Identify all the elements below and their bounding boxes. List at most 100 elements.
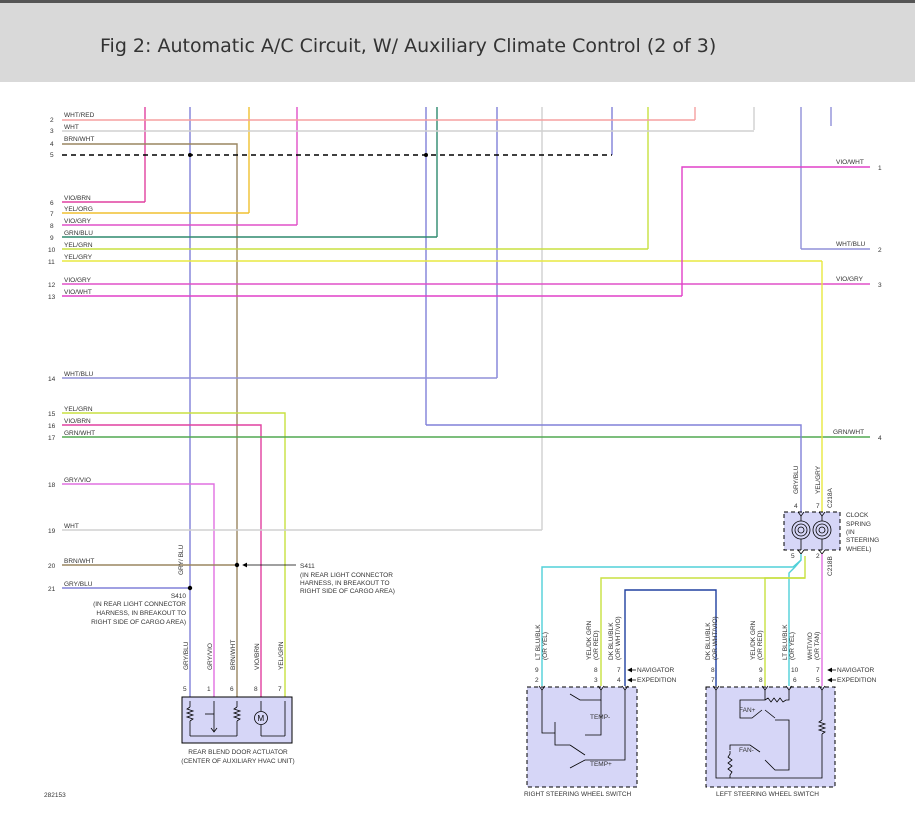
pin-number: 2 — [816, 553, 820, 560]
wire-label: GRN/WHT — [64, 430, 95, 437]
component-location: WHEEL) — [846, 546, 871, 553]
wire-label: GRY/BLU — [183, 641, 190, 670]
pin-number: 3 — [50, 128, 54, 135]
pin-number: 7 — [278, 686, 282, 693]
pin-number: 14 — [48, 376, 56, 383]
pin-number: 10 — [48, 247, 56, 254]
pin-number: 8 — [50, 223, 54, 230]
pin-number: 9 — [535, 667, 539, 674]
wire-label: VIO/WHT — [836, 159, 864, 166]
pin-number: 21 — [48, 586, 56, 593]
vehicle-label: EXPEDITION — [637, 677, 677, 684]
switch-label: FAN- — [739, 747, 754, 754]
switch-label: FAN+ — [739, 707, 756, 714]
pin-number: 6 — [793, 677, 797, 684]
wire-label: YEL/ORG — [64, 206, 93, 213]
wire-label: LT BLU/BLK — [782, 624, 789, 660]
motor-symbol: M — [258, 714, 265, 723]
pin-number: 20 — [48, 563, 56, 570]
splice-s410: S410 (IN REAR LIGHT CONNECTOR HARNESS, I… — [91, 593, 186, 626]
wire-label: DK BLU/BLK — [608, 622, 615, 660]
clock-spring: GRY/BLU YEL/GRY C218A C218B 4 7 5 2 CLOC… — [783, 465, 879, 576]
pin-number: 2 — [50, 117, 54, 124]
wire-label: GRN/WHT — [833, 429, 864, 436]
wire-label: (OR TAN) — [814, 632, 821, 660]
splice-id: S410 — [171, 593, 187, 600]
pin-number: 5 — [816, 677, 820, 684]
connector-id: C218A — [827, 487, 834, 508]
splice-note: (IN REAR LIGHT CONNECTOR — [93, 601, 186, 608]
switch-label: TEMP- — [590, 714, 610, 721]
pin-number: 13 — [48, 294, 56, 301]
wire-label: YEL/GRN — [64, 242, 93, 249]
wire-label: WHT — [64, 124, 79, 131]
wire-label: BRN/WHT — [230, 640, 237, 670]
pin-number: 10 — [791, 667, 799, 674]
pin-number: 15 — [48, 411, 56, 418]
pin-number: 7 — [617, 667, 621, 674]
wire-label: BRN/WHT — [64, 136, 94, 143]
component-location: (IN — [846, 529, 855, 536]
wire-label: GRN/BLU — [64, 230, 93, 237]
wire-label: GRY/VIO — [64, 477, 91, 484]
pin-number: 8 — [594, 667, 598, 674]
figure-title: Fig 2: Automatic A/C Circuit, W/ Auxilia… — [100, 35, 717, 57]
pin-number: 7 — [816, 667, 820, 674]
switch-label: TEMP+ — [590, 761, 612, 768]
vehicle-label: EXPEDITION — [837, 677, 877, 684]
wire-label: VIO/BRN — [64, 195, 91, 202]
wire-label: WHT/BLU — [836, 241, 866, 248]
splice-dots — [187, 153, 428, 591]
pin-number: 7 — [50, 211, 54, 218]
pin-number: 11 — [48, 259, 55, 266]
vehicle-label: NAVIGATOR — [637, 667, 675, 674]
switch-body — [705, 686, 836, 788]
pin-number: 6 — [230, 686, 234, 693]
splice-note: HARNESS, IN BREAKOUT TO — [96, 610, 186, 617]
splice-note: RIGHT SIDE OF CARGO AREA) — [91, 619, 186, 626]
wire-label: YEL/GRN — [64, 406, 93, 413]
rear-blend-door-actuator: GRY/BLU GRY/VIO BRN/WHT VIO/BRN YEL/GRN … — [181, 640, 294, 765]
component-location: STEERING — [846, 537, 879, 544]
pin-number: 17 — [48, 435, 56, 442]
pin-number: 12 — [48, 282, 56, 289]
wire-label: YEL/GRY — [815, 465, 822, 494]
pin-number: 5 — [50, 152, 54, 159]
pin-number: 19 — [48, 528, 56, 535]
motor-icon — [254, 711, 268, 725]
figure-id: 282153 — [44, 792, 66, 799]
splice-note: (IN REAR LIGHT CONNECTOR — [300, 572, 393, 579]
wire-label: BRN/WHT — [64, 558, 94, 565]
wire-label: GRY/BLU — [793, 465, 800, 494]
splice-note: HARNESS, IN BREAKOUT TO — [300, 580, 390, 587]
wire-label: VIO/BRN — [254, 643, 261, 670]
pin-number: 1 — [207, 686, 211, 693]
component-location: (CENTER OF AUXILIARY HVAC UNIT) — [181, 758, 294, 765]
wire-label: GRY/VIO — [207, 643, 214, 670]
pin-number: 5 — [791, 553, 795, 560]
wire-label: (OR YEL) — [542, 632, 549, 660]
wire-label: VIO/GRY — [64, 218, 92, 225]
wire-label: YEL/DK GRN — [586, 620, 593, 660]
wire-label: WHT/RED — [64, 112, 95, 119]
left-steering-wheel-switch: DK BLU/BLK (OR WHT/VIO) YEL/DK GRN (OR R… — [705, 616, 877, 798]
connector-id: C218B — [827, 556, 834, 576]
component-title: REAR BLEND DOOR ACTUATOR — [188, 749, 288, 756]
wire-label: WHT/VIO — [807, 632, 814, 660]
splice-note: RIGHT SIDE OF CARGO AREA) — [300, 588, 395, 595]
top-vertical-wires — [144, 107, 832, 697]
wire-label: WHT — [64, 523, 79, 530]
wire-label: VIO/BRN — [64, 418, 91, 425]
horizontal-wires — [62, 119, 870, 697]
wire-label: DK BLU/BLK — [705, 622, 712, 660]
wire-label: VIO/GRY — [836, 276, 864, 283]
component-title: CLOCK — [846, 512, 869, 519]
vehicle-label: NAVIGATOR — [837, 667, 875, 674]
pin-number: 2 — [535, 677, 539, 684]
right-steering-wheel-switch: LT BLU/BLK (OR YEL) YEL/DK GRN (OR RED) … — [524, 616, 677, 798]
wire-label: YEL/GRN — [278, 641, 285, 670]
wire-label: GRY/BLU — [64, 581, 93, 588]
wire-label: (OR YEL) — [789, 632, 796, 660]
wire-label: (OR WHT/VIO) — [712, 616, 719, 660]
pin-number: 16 — [48, 423, 56, 430]
